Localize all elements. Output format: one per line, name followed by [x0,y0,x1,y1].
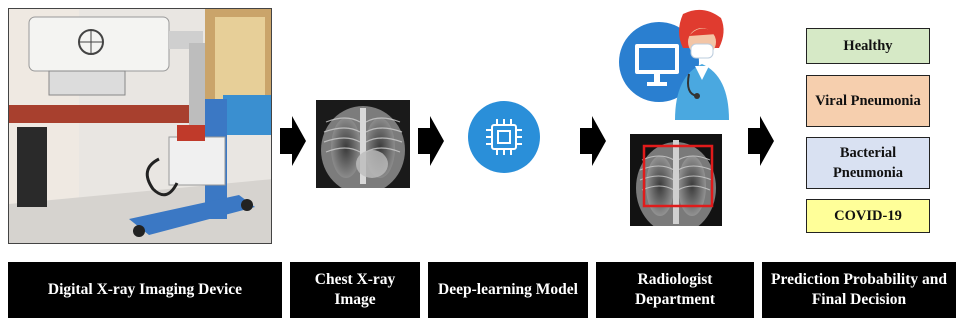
output-bacterial-pneumonia: Bacterial Pneumonia [806,137,930,189]
annotated-xray-image [630,134,722,226]
ai-chip-icon [468,101,540,173]
stage-label-xray: Chest X-ray Image [290,262,420,318]
output-healthy: Healthy [806,28,930,64]
output-covid-19: COVID-19 [806,199,930,233]
output-label: COVID-19 [834,208,902,224]
detection-box [642,144,714,208]
output-viral-pneumonia: Viral Pneumonia [806,75,930,127]
chest-xray-image [316,100,410,188]
xray-device-photo [8,8,272,244]
radiologist-icon [619,9,729,120]
stage-label-radiologist: Radiologist Department [596,262,754,318]
stage-label-prediction: Prediction Probability and Final Decisio… [762,262,956,318]
stage-label-device: Digital X-ray Imaging Device [8,262,282,318]
arrow-right-icon [280,116,306,166]
stage-label-model: Deep-learning Model [428,262,588,318]
arrow-right-icon [418,116,444,166]
output-label: Healthy [843,38,893,54]
output-label: Bacterial Pneumonia [832,145,904,181]
xray-device-illustration [9,9,271,243]
arrow-right-icon [748,116,774,166]
output-label: Viral Pneumonia [815,93,921,109]
arrow-right-icon [580,116,606,166]
